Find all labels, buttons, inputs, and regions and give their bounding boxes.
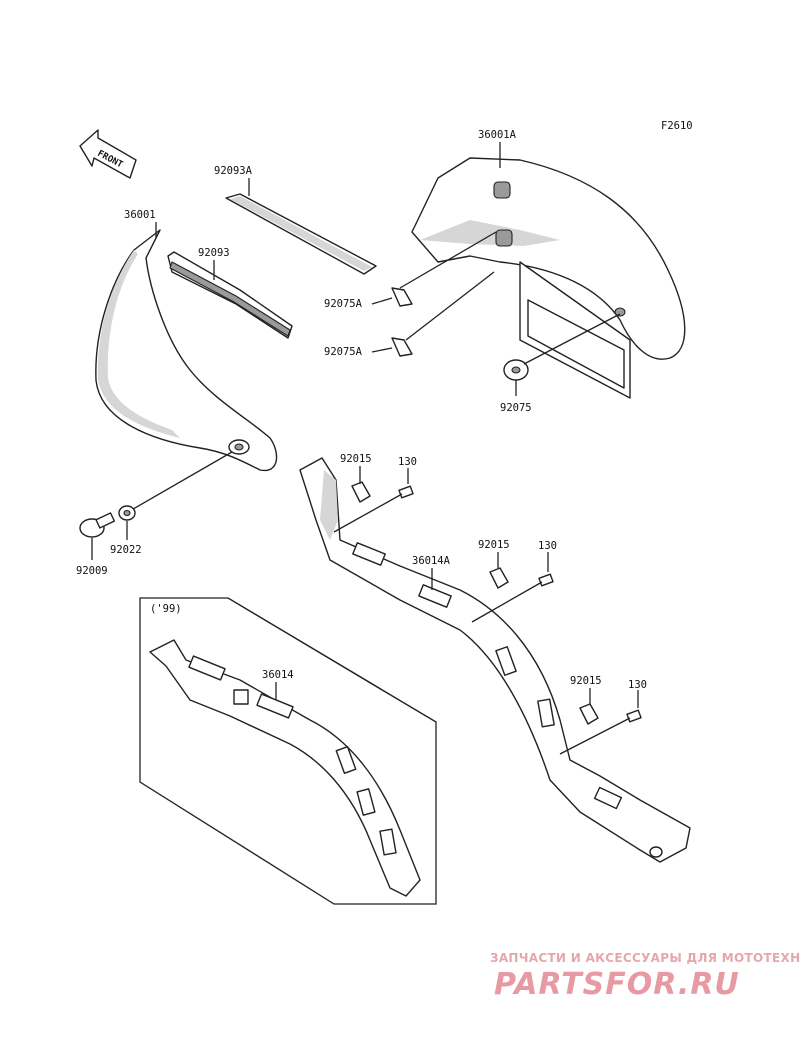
part-92009-bolt [79, 512, 116, 538]
watermark-tagline: ЗАПЧАСТИ И АКСЕССУАРЫ ДЛЯ МОТОТЕХНИКИ [490, 951, 800, 965]
part-92015-nut-2 [489, 567, 509, 589]
label-92015-1: 92015 [340, 453, 372, 465]
label-130-1: 130 [398, 456, 417, 468]
part-36001A-side-cover [411, 157, 686, 399]
part-130-bolt-1 [398, 485, 414, 499]
part-36001-side-cover [95, 229, 278, 472]
part-92075-grommet [503, 359, 529, 381]
part-92015-nut-1 [351, 481, 371, 503]
label-130-3: 130 [628, 679, 647, 691]
label-92075A-2: 92075A [324, 346, 363, 358]
inset-year-note: ('99) [150, 603, 182, 615]
label-36001: 36001 [124, 209, 156, 221]
part-36014-bracket [149, 639, 421, 897]
part-92075A-clip-2 [391, 337, 413, 357]
part-92093A [225, 193, 377, 275]
inset-99-box [139, 597, 437, 905]
part-36014A-bracket [299, 457, 691, 863]
label-36014: 36014 [262, 669, 294, 681]
label-92093A: 92093A [214, 165, 253, 177]
label-92075A-1: 92075A [324, 298, 363, 310]
part-92015-nut-3 [579, 703, 599, 725]
part-92075A-clip-1 [391, 287, 413, 307]
label-92022: 92022 [110, 544, 142, 556]
label-92093: 92093 [198, 247, 230, 259]
figure-code: F2610 [661, 120, 693, 132]
part-130-bolt-3 [626, 709, 642, 723]
watermark-brand: PARTSFOR.RU [494, 967, 740, 1002]
label-92009: 92009 [76, 565, 108, 577]
part-92022-washer [118, 505, 136, 521]
label-36001A: 36001A [478, 129, 517, 141]
part-92093 [167, 251, 293, 339]
label-92015-2: 92015 [478, 539, 510, 551]
label-92015-3: 92015 [570, 675, 602, 687]
label-36014A: 36014A [412, 555, 451, 567]
label-92075: 92075 [500, 402, 532, 414]
front-arrow-icon: FRONT [79, 129, 137, 179]
label-130-2: 130 [538, 540, 557, 552]
part-130-bolt-2 [538, 573, 554, 587]
